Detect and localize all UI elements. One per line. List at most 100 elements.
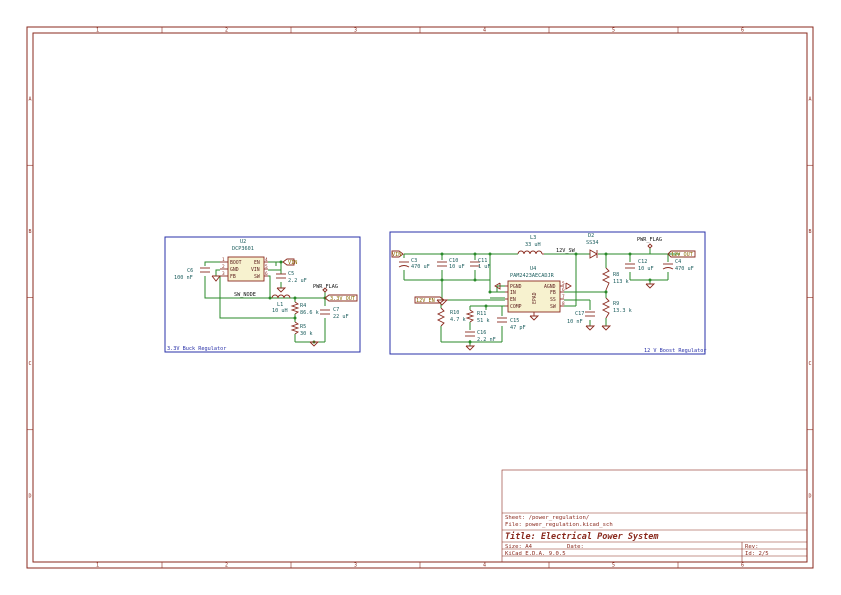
- buck-capacitor-c6[interactable]: C6 100 nF: [174, 267, 210, 281]
- frame-column-label-top: 4: [483, 28, 486, 34]
- boost-capacitor-c16[interactable]: C16 2.2 nF: [465, 330, 496, 343]
- buck-pwr-flag[interactable]: PWR_FLAG: [313, 284, 338, 293]
- boost-capacitor-c11[interactable]: C11 1 uF: [470, 258, 491, 270]
- boost-en-text: 12V_EN: [416, 298, 435, 304]
- boost-inductor-l3[interactable]: L3 33 uH: [517, 235, 544, 255]
- buck-inductor-l1[interactable]: L1 10 uH: [271, 294, 291, 314]
- buck-pwr-flag-text: PWR_FLAG: [313, 284, 338, 290]
- buck-vin-label[interactable]: VIN: [282, 258, 297, 266]
- c11-value: 1 uF: [478, 264, 491, 270]
- boost-resistor-r8[interactable]: R8 113 k: [601, 267, 629, 291]
- frame-row-label-right: C: [808, 361, 811, 367]
- boost-capacitor-c17[interactable]: C17 10 nF: [567, 311, 595, 325]
- u2-pin-sw: SW: [254, 274, 260, 280]
- u4-pinnum-8: 8: [562, 301, 565, 307]
- boost-resistor-r10[interactable]: R10 4.7 k: [436, 307, 466, 327]
- boost-junctions: [440, 252, 652, 344]
- frame-column-label-bottom: 3: [354, 563, 357, 569]
- u4-pinnum-5: 5: [562, 281, 565, 287]
- boost-en-label[interactable]: 12V_EN: [414, 296, 445, 304]
- boost-capacitor-c4[interactable]: C4 470 uF: [662, 259, 694, 272]
- r5-ref: R5: [300, 324, 306, 330]
- boost-ground-comp: [465, 345, 476, 351]
- buck-ic-u2[interactable]: U2 DCP3601 BOOT GND FB EN VIN SW 1 2 3 4…: [220, 239, 268, 282]
- c17-ref: C17: [575, 311, 584, 317]
- d2-value: SS34: [586, 240, 599, 246]
- r10-ref: R10: [450, 310, 459, 316]
- boost-pwr-flag-text: PWR_FLAG: [637, 237, 662, 243]
- u2-pinnum-3: 3: [222, 271, 225, 277]
- boost-capacitor-c12[interactable]: C12 10 uF: [625, 259, 654, 272]
- frame-column-label-bottom: 6: [741, 563, 744, 569]
- frame-column-label-top: 5: [612, 28, 615, 34]
- u4-ref: U4: [530, 266, 536, 272]
- u4-pinnum-7: 7: [562, 294, 565, 300]
- tb-size: Size: A4: [505, 544, 533, 550]
- u4-pin-en: EN: [510, 297, 516, 303]
- r5-value: 30 k: [300, 331, 313, 337]
- u4-pin-ss: SS: [550, 297, 556, 303]
- buck-regulator-block[interactable]: 3.3V Buck Regulator: [164, 236, 361, 353]
- boost-vin-label[interactable]: VIN: [391, 250, 404, 258]
- u4-pin-sw: SW: [550, 304, 556, 310]
- buck-resistor-r5[interactable]: R5 30 k: [290, 321, 313, 337]
- boost-capacitor-c15[interactable]: C15 47 pF: [497, 317, 526, 331]
- frame-column-label-top: 3: [354, 28, 357, 34]
- d2-ref: D2: [588, 233, 594, 239]
- l1-ref: L1: [277, 302, 283, 308]
- c3-ref: C3: [411, 258, 417, 264]
- tb-tool: KiCad E.D.A. 9.0.5: [505, 551, 566, 557]
- boost-capacitor-c3[interactable]: C3 470 uF: [398, 258, 430, 270]
- r10-value: 4.7 k: [450, 317, 466, 323]
- r4-ref: R4: [300, 303, 306, 309]
- c11-ref: C11: [478, 258, 487, 264]
- u4-pgnd-ground: [494, 282, 501, 290]
- c7-ref: C7: [333, 307, 339, 313]
- buck-out-label[interactable]: 3.3V_OUT: [324, 294, 358, 302]
- c15-ref: C15: [510, 318, 519, 324]
- frame-column-label-top: 1: [96, 28, 99, 34]
- boost-vin-text: VIN: [392, 252, 401, 258]
- buck-out-text: 3.3V_OUT: [330, 296, 355, 302]
- boost-resistor-r9[interactable]: R9 13.3 k: [601, 297, 633, 319]
- tb-date: Date:: [567, 544, 584, 550]
- boost-ground-r9: [601, 325, 612, 331]
- c10-value: 10 uF: [449, 264, 465, 270]
- buck-capacitor-c5[interactable]: C5 2.2 uF: [276, 271, 307, 293]
- buck-resistor-r4[interactable]: R4 86.6 k: [290, 301, 320, 316]
- buck-ground-symbol: [309, 341, 320, 347]
- c4-ref: C4: [675, 259, 681, 265]
- c4-value: 470 uF: [675, 266, 694, 272]
- u4-pin-in: IN: [510, 290, 516, 296]
- boost-capacitor-c10[interactable]: C10 10 uF: [437, 258, 465, 270]
- u4-pin-pgnd: PGND: [510, 284, 522, 290]
- r8-value: 113 k: [613, 279, 629, 285]
- buck-capacitor-c7[interactable]: C7 22 uF: [320, 307, 349, 320]
- u2-ref: U2: [240, 239, 246, 245]
- c12-value: 10 uF: [638, 266, 654, 272]
- frame-row-label-right: B: [808, 229, 811, 235]
- c6-ref: C6: [187, 268, 193, 274]
- boost-block-border: [389, 231, 706, 355]
- buck-block-border: [164, 236, 361, 353]
- r8-ref: R8: [613, 272, 619, 278]
- c15-value: 47 pF: [510, 325, 526, 331]
- boost-regulator-block[interactable]: 12 V Boost Regulator: [389, 231, 706, 355]
- r4-value: 86.6 k: [300, 310, 320, 316]
- boost-ic-u4[interactable]: U4 PAM2423AECADJR PGND IN EN COMP AGND F…: [505, 266, 565, 321]
- buck-sw-node-label: SW_NODE: [234, 292, 256, 298]
- boost-out-label[interactable]: 12V_OUT: [667, 250, 696, 258]
- boost-resistor-r11[interactable]: R11 51 k: [465, 309, 490, 324]
- tb-sheet: Sheet: /power_regulation/: [505, 515, 589, 521]
- frame-row-label-right: A: [808, 97, 811, 103]
- frame-column-label-bottom: 1: [96, 563, 99, 569]
- u2-gnd-symbol: [211, 275, 221, 282]
- c7-value: 22 uF: [333, 314, 349, 320]
- u2-pin-gnd: GND: [230, 267, 239, 273]
- boost-diode-d2[interactable]: D2 SS34: [586, 233, 599, 259]
- boost-pwr-flag[interactable]: PWR_FLAG: [637, 237, 662, 249]
- tb-id: Id: 2/5: [745, 551, 769, 557]
